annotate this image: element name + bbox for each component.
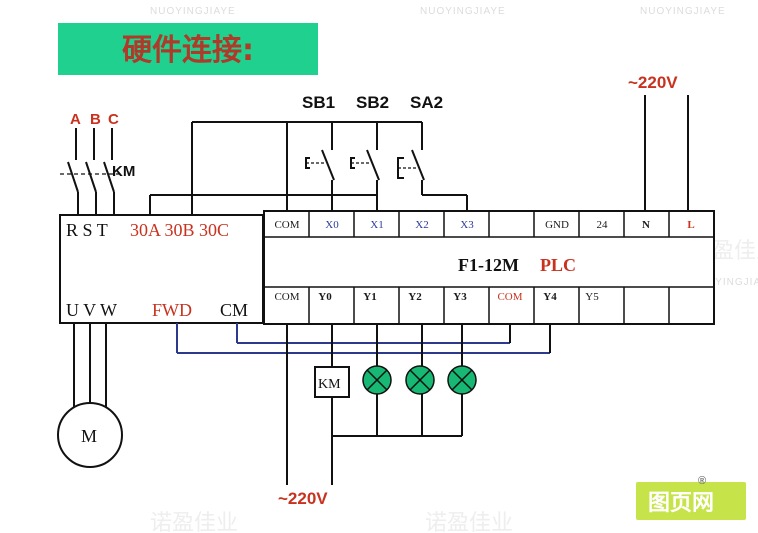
page-title: 硬件连接: bbox=[122, 33, 254, 68]
watermark-cn: 诺盈佳业 bbox=[425, 511, 513, 533]
power-input-lines bbox=[644, 95, 689, 211]
site-logo bbox=[636, 482, 746, 520]
plc-bottom-terminal: COM bbox=[274, 291, 299, 303]
title-banner bbox=[58, 23, 318, 75]
inverter-rst: R S T bbox=[66, 220, 108, 240]
plc-bottom-terminal: Y4 bbox=[543, 291, 557, 303]
plc-top-terminal: GND bbox=[545, 219, 569, 231]
watermark-text: NUOYINGJIAYE bbox=[640, 6, 726, 17]
plc-model: F1-12M bbox=[458, 255, 519, 275]
plc-bottom-terminal: Y0 bbox=[318, 291, 332, 303]
lamp-icon bbox=[362, 365, 392, 395]
motor-label: M bbox=[81, 426, 97, 446]
motor-symbol bbox=[57, 402, 123, 468]
lamp-icon bbox=[447, 365, 477, 395]
km-contact-label: KM bbox=[112, 163, 135, 180]
sb2-switch bbox=[350, 140, 380, 185]
km-coil-label: KM bbox=[318, 377, 341, 392]
sa2-label: SA2 bbox=[410, 93, 443, 112]
inverter-cm: CM bbox=[220, 300, 248, 320]
inverter-fwd: FWD bbox=[152, 300, 192, 320]
power-bottom-label: ~220V bbox=[278, 489, 328, 508]
three-phase-lines bbox=[60, 128, 120, 215]
sb1-switch bbox=[305, 140, 335, 185]
watermark-text: NUOYINGJIAYE bbox=[150, 6, 236, 17]
plc-bottom-terminal: COM bbox=[497, 291, 522, 303]
watermark-cn: 诺盈佳业 bbox=[150, 511, 238, 533]
logo-text: 图页网 bbox=[648, 491, 714, 516]
km-coil bbox=[314, 366, 350, 398]
inverter-uvw: U V W bbox=[66, 300, 117, 320]
registered-mark: ® bbox=[698, 475, 706, 487]
phase-c-label: C bbox=[108, 111, 119, 128]
plc-top-terminal: X3 bbox=[460, 219, 474, 231]
watermark-text: NUOYINGJIAYE bbox=[420, 6, 506, 17]
plc-top-terminal: COM bbox=[274, 219, 299, 231]
watermark-text: NUOYINGJIAYE bbox=[690, 277, 758, 288]
plc-top-terminal: X0 bbox=[325, 219, 339, 231]
inverter-30abc: 30A 30B 30C bbox=[130, 220, 229, 240]
power-top-label: ~220V bbox=[628, 73, 678, 92]
plc-suffix: PLC bbox=[540, 255, 576, 275]
plc-bottom-terminal: Y3 bbox=[453, 291, 467, 303]
input-wiring bbox=[149, 121, 468, 215]
sb2-label: SB2 bbox=[356, 93, 389, 112]
blue-wires bbox=[176, 323, 550, 354]
lamp-icon bbox=[405, 365, 435, 395]
motor-leads bbox=[73, 323, 107, 410]
indicator-lamps bbox=[362, 365, 477, 395]
plc-top-terminal: 24 bbox=[597, 219, 609, 231]
sa2-switch bbox=[397, 140, 425, 185]
phase-a-label: A bbox=[70, 111, 81, 128]
plc-top-terminal: N bbox=[642, 219, 650, 231]
plc-bottom-terminal: Y5 bbox=[585, 291, 599, 303]
plc-terminal-grid bbox=[264, 211, 714, 324]
plc-bottom-terminal: Y1 bbox=[363, 291, 376, 303]
sb1-label: SB1 bbox=[302, 93, 335, 112]
plc-top-terminal: L bbox=[687, 219, 694, 231]
output-wiring bbox=[286, 324, 551, 485]
plc-top-terminal: X1 bbox=[370, 219, 383, 231]
plc-top-terminal: X2 bbox=[415, 219, 428, 231]
phase-b-label: B bbox=[90, 111, 101, 128]
plc-bottom-terminal: Y2 bbox=[408, 291, 422, 303]
